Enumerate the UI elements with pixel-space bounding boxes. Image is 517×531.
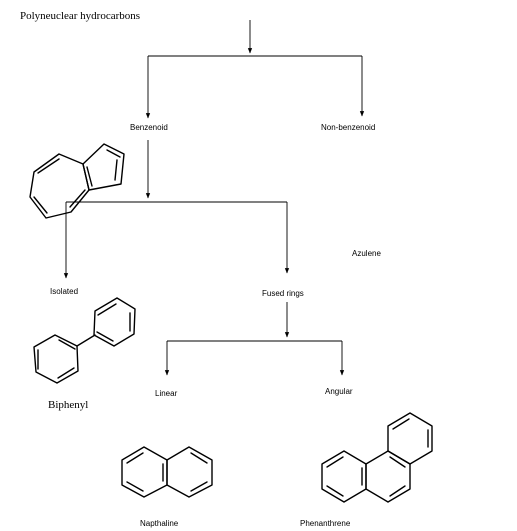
label-phenanthrene: Phenanthrene <box>300 519 351 528</box>
label-napthaline: Napthaline <box>140 519 179 528</box>
label-biphenyl: Biphenyl <box>48 399 88 411</box>
node-angular: Angular <box>325 387 353 396</box>
phenanthrene-structure <box>321 412 433 503</box>
azulene-structure <box>29 143 125 219</box>
node-linear: Linear <box>155 389 178 398</box>
node-fused-rings: Fused rings <box>262 289 304 298</box>
napthaline-structure <box>121 446 213 498</box>
biphenyl-structure <box>33 297 136 384</box>
node-isolated: Isolated <box>50 287 78 296</box>
label-azulene: Azulene <box>352 249 381 258</box>
node-benzenoid: Benzenoid <box>130 123 168 132</box>
diagram-title: Polyneuclear hydrocarbons <box>20 10 140 22</box>
node-non-benzenoid: Non-benzenoid <box>321 123 375 132</box>
